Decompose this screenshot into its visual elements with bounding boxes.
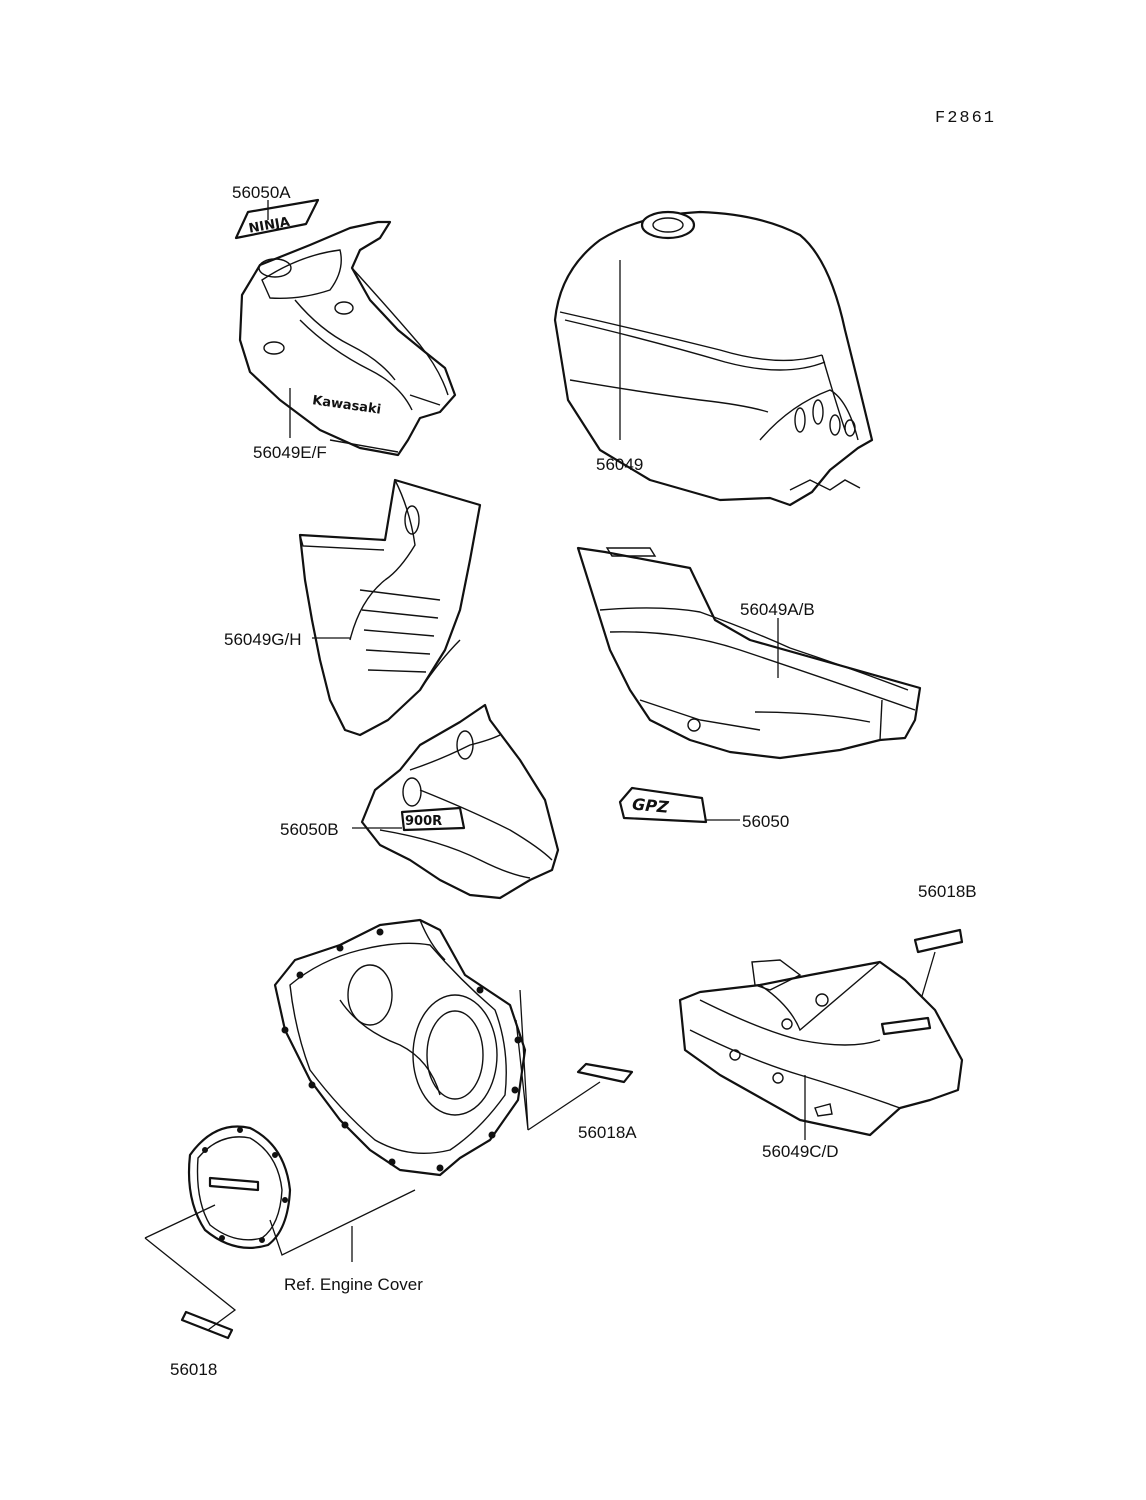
tail-cowl[interactable] — [678, 959, 964, 1137]
side-cover[interactable] — [576, 546, 922, 760]
upper-fairing[interactable]: Kawasaki — [238, 220, 457, 457]
label-56049[interactable]: 56049 — [596, 455, 643, 474]
label-56050[interactable]: 56050 — [742, 812, 789, 831]
leader-56018 — [144, 1204, 237, 1331]
label-56049EF[interactable]: 56049E/F — [253, 443, 327, 462]
leader-ref-engine-cover-a — [269, 1189, 416, 1256]
label-56018B[interactable]: 56018B — [918, 882, 977, 901]
label-56049GH[interactable]: 56049G/H — [224, 630, 302, 649]
plate-56018A[interactable] — [576, 1062, 634, 1084]
label-56018A[interactable]: 56018A — [578, 1123, 637, 1142]
label-56049AB[interactable]: 56049A/B — [740, 600, 815, 619]
plate-56018B[interactable] — [913, 928, 964, 954]
side-fairing[interactable] — [298, 478, 482, 737]
label-56049CD[interactable]: 56049C/D — [762, 1142, 839, 1161]
leader-56018A — [515, 989, 601, 1131]
label-56050A[interactable]: 56050A — [232, 183, 291, 202]
label-ref-engine-cover[interactable]: Ref. Engine Cover — [284, 1275, 423, 1294]
ninja-decal-text: NINJA — [248, 215, 291, 237]
fuel-tank[interactable] — [553, 210, 874, 507]
figure-code: F2861 — [935, 109, 996, 128]
lower-cowl[interactable]: 900R — [360, 703, 560, 900]
label-56050B[interactable]: 56050B — [280, 820, 339, 839]
cowl-decal-text: 900R — [405, 814, 442, 829]
engine-cover-plate[interactable] — [273, 918, 527, 1177]
label-56018[interactable]: 56018 — [170, 1360, 217, 1379]
plate-56018[interactable] — [180, 1310, 234, 1340]
engine-round-cover[interactable] — [187, 1125, 292, 1249]
decal-56050[interactable]: GPZ — [618, 786, 708, 824]
gpz-decal-text: GPZ — [631, 795, 669, 817]
decal-56050A[interactable]: NINJA — [234, 198, 320, 240]
